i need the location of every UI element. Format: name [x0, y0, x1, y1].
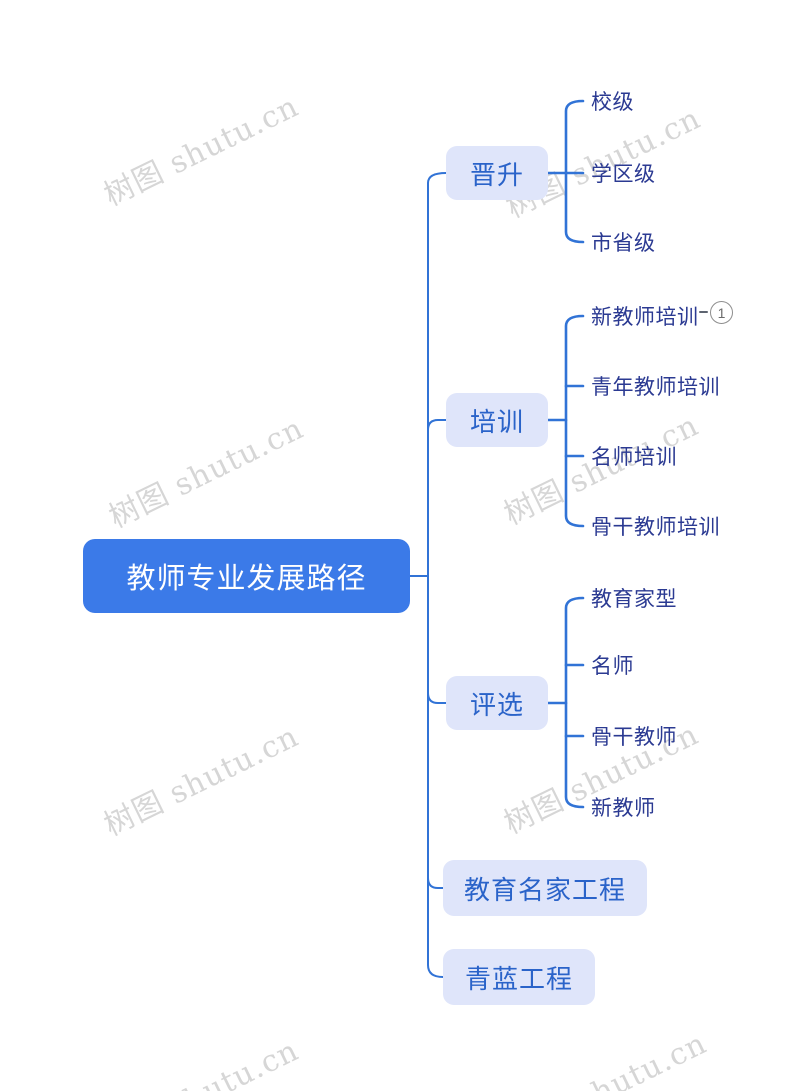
branch-node-promotion[interactable]: 晋升	[446, 146, 548, 200]
branch-node-selection[interactable]: 评选	[446, 676, 548, 730]
root-node[interactable]: 教师专业发展路径	[83, 539, 410, 613]
child-node[interactable]: 骨干教师培训	[591, 516, 720, 539]
branch-node-qinglan-project[interactable]: 青蓝工程	[443, 949, 595, 1005]
note-badge[interactable]: 1	[710, 301, 733, 324]
child-node[interactable]: 名师培训	[591, 446, 677, 469]
child-node[interactable]: 新教师培训	[591, 306, 699, 329]
child-node[interactable]: 骨干教师	[591, 726, 677, 749]
badge-connector-line	[699, 311, 708, 313]
child-node[interactable]: 青年教师培训	[591, 376, 720, 399]
child-node[interactable]: 校级	[591, 91, 634, 114]
child-node[interactable]: 名师	[591, 655, 634, 678]
child-node[interactable]: 新教师	[591, 797, 656, 820]
child-node[interactable]: 市省级	[591, 232, 656, 255]
child-node[interactable]: 教育家型	[591, 588, 677, 611]
branch-node-educator-project[interactable]: 教育名家工程	[443, 860, 647, 916]
child-node[interactable]: 学区级	[591, 163, 656, 186]
branch-node-training[interactable]: 培训	[446, 393, 548, 447]
